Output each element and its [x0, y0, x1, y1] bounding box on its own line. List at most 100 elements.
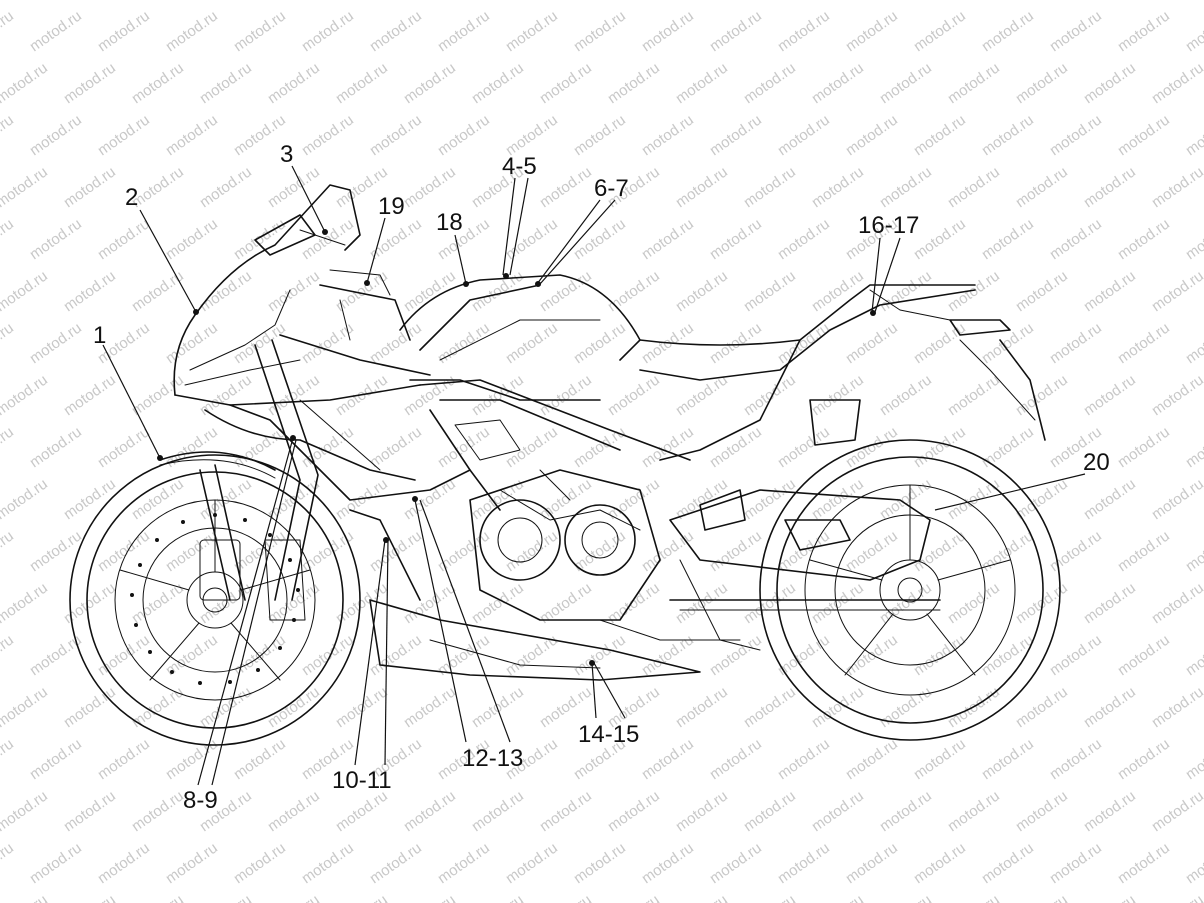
- watermark-text: motod.ru: [401, 683, 459, 731]
- watermark-text: motod.ru: [741, 371, 799, 419]
- callout-14-15: 14-15: [578, 721, 639, 748]
- watermark-text: motod.ru: [877, 59, 935, 107]
- watermark-text: motod.ru: [1183, 735, 1204, 783]
- watermark-text: motod.ru: [1081, 787, 1139, 835]
- watermark-text: motod.ru: [0, 7, 17, 55]
- watermark-text: motod.ru: [877, 163, 935, 211]
- watermark-text: motod.ru: [707, 527, 765, 575]
- watermark-text: motod.ru: [537, 787, 595, 835]
- watermark-text: motod.ru: [605, 371, 663, 419]
- watermark-text: motod.ru: [707, 7, 765, 55]
- watermark-text: motod.ru: [0, 215, 17, 263]
- watermark-text: motod.ru: [367, 7, 425, 55]
- watermark-text: motod.ru: [809, 59, 867, 107]
- watermark-text: motod.ru: [673, 0, 731, 3]
- watermark-text: motod.ru: [673, 371, 731, 419]
- watermark-text: motod.ru: [1081, 163, 1139, 211]
- watermark-text: motod.ru: [0, 111, 17, 159]
- watermark-text: motod.ru: [61, 59, 119, 107]
- watermark-text: motod.ru: [775, 839, 833, 887]
- callout-labels: 1 2 3 4-5 6-7 18 19 16-17 20 8-9 10-11 1…: [93, 141, 1110, 814]
- watermark-text: motod.ru: [707, 111, 765, 159]
- watermark-text: motod.ru: [843, 7, 901, 55]
- watermark-text: motod.ru: [0, 683, 51, 731]
- lower-fairing: [349, 509, 701, 681]
- watermark-text: motod.ru: [61, 0, 119, 3]
- watermark-text: motod.ru: [809, 579, 867, 627]
- watermark-text: motod.ru: [61, 371, 119, 419]
- watermark-text: motod.ru: [503, 839, 561, 887]
- watermark-text: motod.ru: [163, 423, 221, 471]
- watermark-text: motod.ru: [129, 475, 187, 523]
- watermark-text: motod.ru: [265, 891, 323, 903]
- watermark-text: motod.ru: [1183, 527, 1204, 575]
- watermark-text: motod.ru: [367, 111, 425, 159]
- front-fork: [159, 339, 319, 621]
- watermark-text: motod.ru: [1149, 0, 1204, 3]
- watermark-text: motod.ru: [401, 163, 459, 211]
- watermark-text: motod.ru: [95, 215, 153, 263]
- watermark-text: motod.ru: [265, 0, 323, 3]
- watermark-text: motod.ru: [809, 891, 867, 903]
- watermark-text: motod.ru: [775, 631, 833, 679]
- watermark-text: motod.ru: [367, 215, 425, 263]
- watermark-text: motod.ru: [877, 0, 935, 3]
- watermark-text: motod.ru: [571, 111, 629, 159]
- watermark-text: motod.ru: [265, 787, 323, 835]
- seat-and-tail: [639, 284, 1046, 461]
- handlebar-cluster: [279, 269, 431, 376]
- watermark-text: motod.ru: [945, 475, 1003, 523]
- watermark-text: motod.ru: [333, 267, 391, 315]
- watermark-text: motod.ru: [401, 267, 459, 315]
- watermark-text: motod.ru: [843, 319, 901, 367]
- watermark-text: motod.ru: [775, 7, 833, 55]
- watermark-text: motod.ru: [197, 891, 255, 903]
- watermark-text: motod.ru: [95, 423, 153, 471]
- watermark-text: motod.ru: [129, 59, 187, 107]
- watermark-text: motod.ru: [299, 7, 357, 55]
- watermark-text: motod.ru: [1081, 0, 1139, 3]
- callout-2: 2: [125, 184, 138, 211]
- watermark-text: motod.ru: [95, 7, 153, 55]
- watermark-text: motod.ru: [197, 579, 255, 627]
- watermark-text: motod.ru: [639, 215, 697, 263]
- watermark-text: motod.ru: [843, 735, 901, 783]
- watermark-text: motod.ru: [1013, 371, 1071, 419]
- watermark-text: motod.ru: [1047, 111, 1105, 159]
- watermark-text: motod.ru: [61, 683, 119, 731]
- watermark-text: motod.ru: [537, 0, 595, 3]
- watermark-text: motod.ru: [911, 111, 969, 159]
- watermark-text: motod.ru: [401, 579, 459, 627]
- watermark-text: motod.ru: [1115, 215, 1173, 263]
- watermark-text: motod.ru: [809, 787, 867, 835]
- watermark-text: motod.ru: [639, 111, 697, 159]
- watermark-text: motod.ru: [775, 319, 833, 367]
- watermark-text: motod.ru: [95, 631, 153, 679]
- watermark-text: motod.ru: [1149, 787, 1204, 835]
- watermark-text: motod.ru: [537, 475, 595, 523]
- watermark-text: motod.ru: [537, 59, 595, 107]
- watermark-text: motod.ru: [1149, 59, 1204, 107]
- watermark-text: motod.ru: [401, 787, 459, 835]
- watermark-text: motod.ru: [163, 215, 221, 263]
- watermark-text: motod.ru: [0, 319, 17, 367]
- watermark-text: motod.ru: [673, 787, 731, 835]
- watermark-text: motod.ru: [469, 891, 527, 903]
- watermark-text: motod.ru: [129, 683, 187, 731]
- watermark-text: motod.ru: [775, 735, 833, 783]
- watermark-text: motod.ru: [877, 683, 935, 731]
- callout-8-9: 8-9: [183, 787, 218, 814]
- callout-4-5: 4-5: [502, 153, 537, 180]
- watermark-text: motod.ru: [503, 215, 561, 263]
- watermark-text: motod.ru: [333, 0, 391, 3]
- watermark-text: motod.ru: [605, 59, 663, 107]
- watermark-text: motod.ru: [673, 891, 731, 903]
- front-disc-holes: [130, 513, 300, 685]
- watermark-text: motod.ru: [1047, 631, 1105, 679]
- watermark-text: motod.ru: [1047, 735, 1105, 783]
- watermark-text: motod.ru: [265, 267, 323, 315]
- watermark-text: motod.ru: [1183, 839, 1204, 887]
- watermark-text: motod.ru: [707, 839, 765, 887]
- watermark-text: motod.ru: [979, 839, 1037, 887]
- watermark-text: motod.ru: [129, 787, 187, 835]
